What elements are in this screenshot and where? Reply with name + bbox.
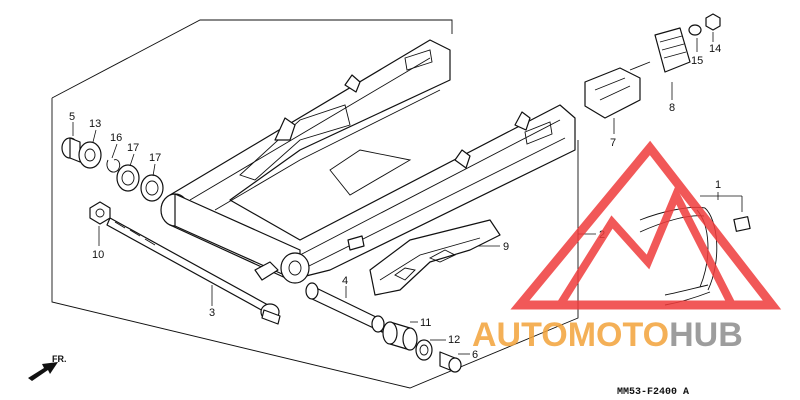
pivot-bolt xyxy=(106,217,281,325)
callout-9: 9 xyxy=(503,241,509,253)
callout-11: 11 xyxy=(420,317,431,329)
callout-17-inner: 17 xyxy=(127,142,139,154)
front-direction-arrow: FR. xyxy=(28,354,67,381)
callout-1: 1 xyxy=(715,179,721,191)
front-label: FR. xyxy=(52,354,67,364)
watermark-triangle-inner xyxy=(556,185,736,308)
pivot-cap xyxy=(439,351,462,373)
adjuster-nut xyxy=(705,13,721,31)
collar-tube xyxy=(305,282,385,333)
callout-14: 14 xyxy=(709,43,721,55)
callout-7: 7 xyxy=(610,137,616,149)
adjuster-block xyxy=(654,27,691,73)
bushing xyxy=(382,321,418,351)
watermark-text-auto: AUTO xyxy=(472,316,568,354)
callout-6: 6 xyxy=(472,349,478,361)
watermark-text-hub: HUB xyxy=(669,316,743,354)
chain-adjuster xyxy=(584,61,651,119)
watermark-text: AUTOMOTOHUB xyxy=(472,316,743,354)
callout-10: 10 xyxy=(92,249,104,261)
leader-lines xyxy=(72,32,743,355)
callout-4: 4 xyxy=(342,275,348,287)
dust-seal xyxy=(415,339,433,361)
diagram-code: MM53-F2400 A xyxy=(617,387,689,398)
callout-13: 13 xyxy=(89,118,101,130)
callout-15: 15 xyxy=(691,55,703,67)
bearing-stack xyxy=(61,137,164,202)
watermark-logo: AUTOMOTOHUB xyxy=(472,140,782,354)
watermark-text-moto: MOTO xyxy=(568,316,669,354)
callout-5: 5 xyxy=(69,111,75,123)
drive-chain xyxy=(639,206,751,306)
callout-3: 3 xyxy=(209,307,215,319)
callout-8: 8 xyxy=(669,102,675,114)
callout-17-outer: 17 xyxy=(149,152,161,164)
swingarm xyxy=(160,39,576,284)
pivot-nut xyxy=(89,201,111,225)
chain-slider xyxy=(369,219,501,296)
callout-12: 12 xyxy=(448,334,460,346)
watermark-triangle-outer xyxy=(510,140,782,310)
adjuster-washer xyxy=(688,24,702,36)
callout-16: 16 xyxy=(110,132,122,144)
